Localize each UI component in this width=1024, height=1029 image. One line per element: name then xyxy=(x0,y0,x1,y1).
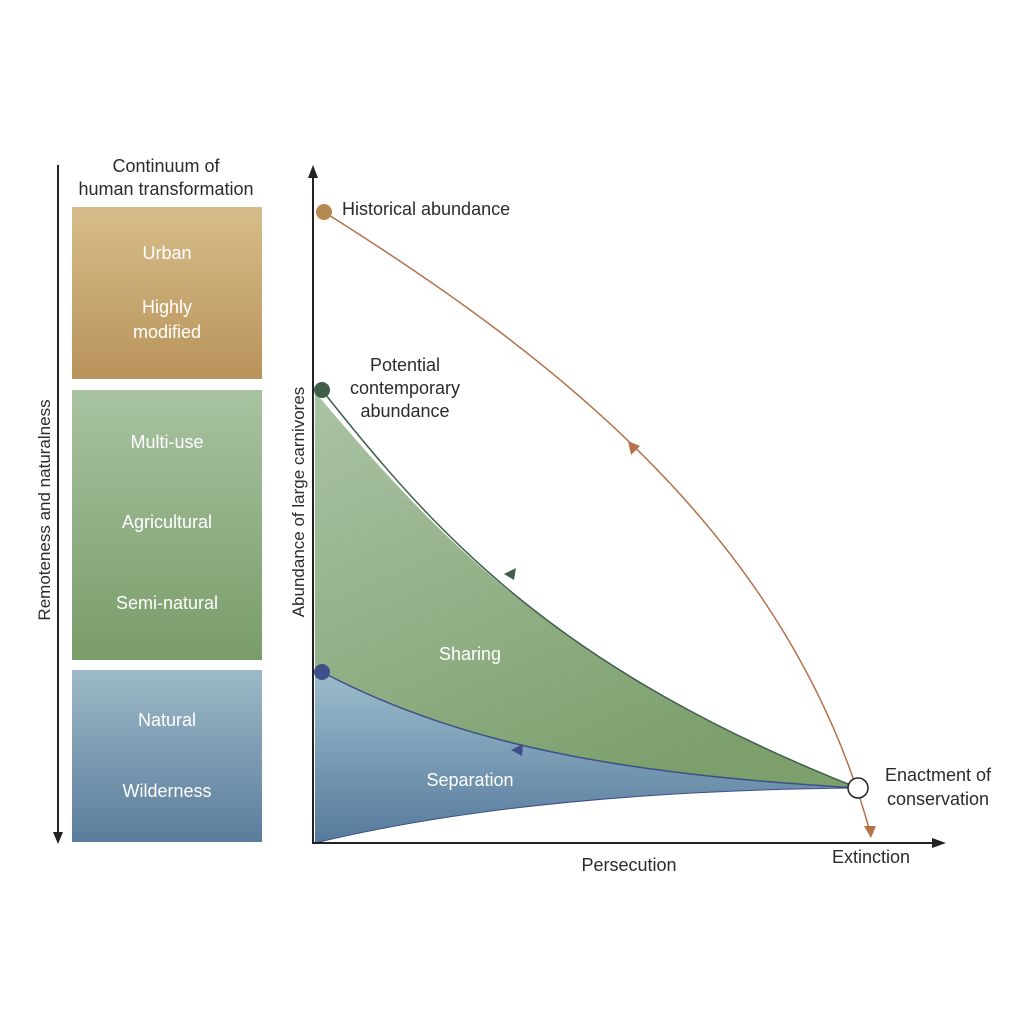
block-label-urban: Urban xyxy=(142,243,191,263)
sharing-label: Sharing xyxy=(439,644,501,664)
historical-abundance-point xyxy=(316,204,332,220)
potential-label-line1: Potential xyxy=(370,355,440,375)
block-label-modified: modified xyxy=(133,322,201,342)
block-label-natural: Natural xyxy=(138,710,196,730)
enactment-label-line2: conservation xyxy=(887,789,989,809)
separation-curve xyxy=(321,671,859,789)
block-multi-use: Multi-use Agricultural Semi-natural xyxy=(72,390,262,660)
historical-curve xyxy=(323,211,871,833)
block-urban-rect xyxy=(72,207,262,379)
potential-abundance-point xyxy=(314,382,330,398)
continuum-panel: Continuum of human transformation Remote… xyxy=(35,156,262,844)
x-axis-end-label: Extinction xyxy=(832,847,910,867)
historical-abundance-label: Historical abundance xyxy=(342,199,510,219)
potential-label-line2: contemporary xyxy=(350,378,460,398)
historical-curve-end-arrowhead xyxy=(864,826,876,838)
separation-start-point xyxy=(314,664,330,680)
x-axis-arrowhead xyxy=(932,838,946,848)
separation-label: Separation xyxy=(426,770,513,790)
enactment-label-line1: Enactment of xyxy=(885,765,992,785)
block-label-semi-natural: Semi-natural xyxy=(116,593,218,613)
sharing-curve xyxy=(321,389,859,789)
y-axis-label: Abundance of large carnivores xyxy=(289,387,308,618)
block-label-multi-use: Multi-use xyxy=(130,432,203,452)
sharing-curve-arrowhead xyxy=(504,568,516,580)
separation-region xyxy=(315,672,858,843)
main-diagram: Abundance of large carnivores Persecutio… xyxy=(289,165,992,875)
enactment-point xyxy=(847,777,869,799)
block-urban: Urban Highly modified xyxy=(72,207,262,379)
sharing-region xyxy=(315,392,858,788)
block-label-highly: Highly xyxy=(142,297,192,317)
continuum-arrowhead xyxy=(53,832,63,844)
continuum-title-line2: human transformation xyxy=(78,179,253,199)
block-label-wilderness: Wilderness xyxy=(122,781,211,801)
block-multi-use-rect xyxy=(72,390,262,660)
block-natural-rect xyxy=(72,670,262,842)
block-natural: Natural Wilderness xyxy=(72,670,262,842)
separation-lower-edge xyxy=(314,787,859,844)
continuum-title-line1: Continuum of xyxy=(112,156,220,176)
block-label-agricultural: Agricultural xyxy=(122,512,212,532)
historical-curve-arrowhead xyxy=(628,441,640,455)
y-axis-arrowhead xyxy=(308,165,318,178)
separation-curve-arrowhead xyxy=(511,744,523,756)
x-axis-label: Persecution xyxy=(581,855,676,875)
potential-label-line3: abundance xyxy=(360,401,449,421)
continuum-side-label: Remoteness and naturalness xyxy=(35,399,54,620)
